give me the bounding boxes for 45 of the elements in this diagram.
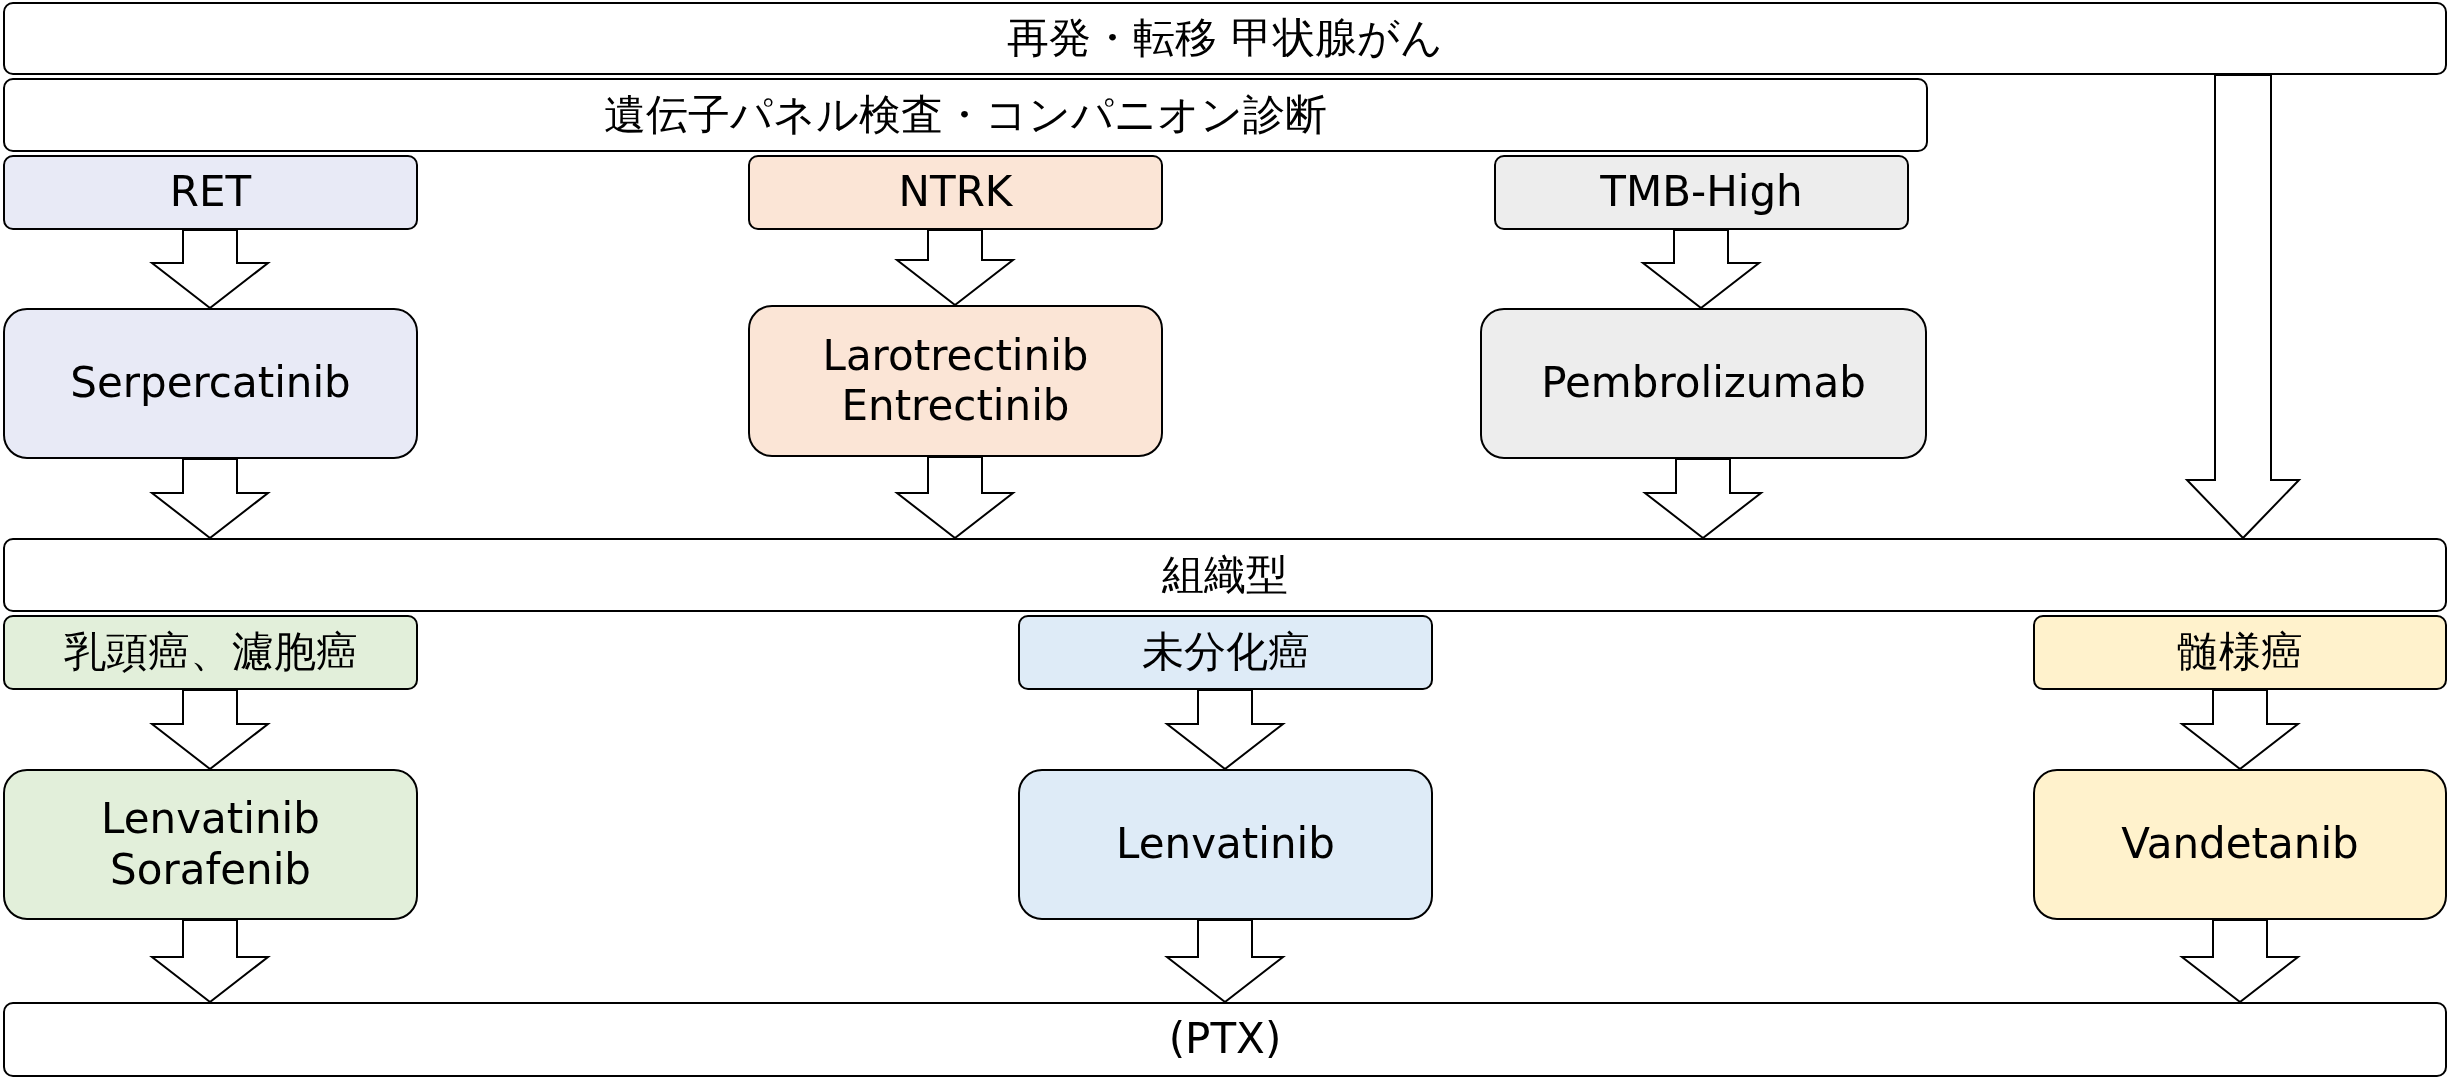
node-label: 未分化癌	[1141, 627, 1310, 678]
node-label: 乳頭癌、濾胞癌	[63, 627, 358, 678]
drug-box	[748, 305, 1163, 457]
node-label: 遺伝子パネル検査・コンパニオン診断	[604, 89, 1327, 141]
node-label: Lenvatinib Sorafenib	[100, 794, 321, 895]
header-band	[3, 2, 2447, 75]
node-label: Larotrectinib Entrectinib	[821, 330, 1090, 432]
node-label: NTRK	[898, 167, 1013, 218]
node-label: Vandetanib	[2121, 819, 2359, 870]
block-arrow	[149, 229, 271, 310]
block-arrow	[1164, 689, 1286, 771]
drug-box	[3, 769, 418, 920]
header-band	[3, 538, 2447, 612]
node-label: RET	[169, 167, 252, 218]
header-band	[3, 1002, 2447, 1077]
block-arrow	[1640, 229, 1762, 310]
node-label: (PTX)	[1168, 1014, 1282, 1065]
category-box	[3, 615, 418, 690]
header-band	[3, 78, 1928, 152]
node-label: TMB-High	[1600, 167, 1803, 218]
block-arrow	[2179, 689, 2301, 771]
block-arrow	[149, 458, 271, 540]
drug-box	[2033, 769, 2447, 920]
block-arrow	[1164, 919, 1286, 1004]
category-box	[1494, 155, 1909, 230]
block-arrow	[2179, 919, 2301, 1004]
block-arrow	[1642, 458, 1764, 540]
block-arrow	[149, 689, 271, 771]
block-arrow	[2184, 74, 2302, 540]
node-label: 再発・転移 甲状腺がん	[1007, 13, 1443, 64]
block-arrow	[894, 229, 1016, 307]
category-box	[2033, 615, 2447, 690]
drug-box	[1018, 769, 1433, 920]
node-label: Lenvatinib	[1116, 819, 1335, 870]
block-arrow	[894, 456, 1016, 540]
block-arrow	[149, 919, 271, 1004]
node-label: 髄様癌	[2177, 627, 2303, 678]
node-label: 組織型	[1162, 549, 1288, 601]
drug-box	[3, 308, 418, 459]
category-box	[3, 155, 418, 230]
category-box	[1018, 615, 1433, 690]
drug-box	[1480, 308, 1927, 459]
category-box	[748, 155, 1163, 230]
node-label: Serpercatinib	[70, 358, 351, 409]
node-label: Pembrolizumab	[1541, 358, 1866, 409]
